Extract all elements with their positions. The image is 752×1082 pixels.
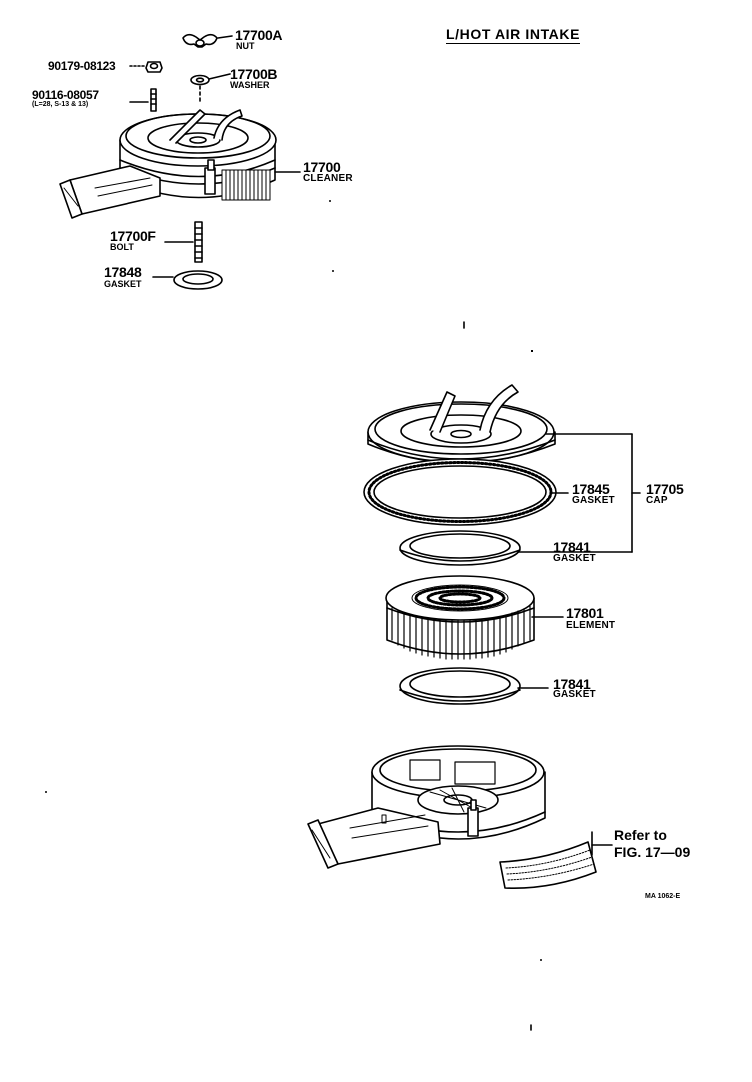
part-name-gasket-17845: GASKET <box>572 495 615 506</box>
reference-line-1: Refer to <box>614 827 667 843</box>
gasket-17845-drawing <box>363 458 557 526</box>
washer-drawing <box>190 74 210 86</box>
figure-code: MA 1062-E <box>645 893 681 900</box>
part-number-17700A: 17700A <box>235 27 283 43</box>
stud-bolt-drawing <box>150 88 157 112</box>
wing-nut-drawing <box>182 33 218 48</box>
part-name-cap: CAP <box>646 495 668 506</box>
air-cleaner-assembly-drawing <box>59 109 277 219</box>
gasket-17841-lower-drawing <box>399 667 521 705</box>
part-number-17801: 17801 <box>566 605 604 621</box>
part-number-17841-lower: 17841 <box>553 676 591 692</box>
cleaner-body-drawing <box>307 745 546 869</box>
part-number-90116: 90116-08057 <box>32 88 99 102</box>
part-number-17841-upper: 17841 <box>553 539 591 555</box>
page-title: L/HOT AIR INTAKE <box>446 26 581 44</box>
part-number-17700B: 17700B <box>230 66 278 82</box>
small-nut-drawing <box>145 61 163 73</box>
part-name-gasket-17848: GASKET <box>104 279 142 289</box>
part-number-17705: 17705 <box>646 481 684 497</box>
part-name-nut: NUT <box>236 41 255 51</box>
gasket-17841-upper-drawing <box>399 530 521 566</box>
part-number-17700: 17700 <box>303 159 341 175</box>
part-name-washer: WASHER <box>230 80 270 90</box>
part-name-cleaner: CLEANER <box>303 173 353 184</box>
part-name-gasket-17841-upper: GASKET <box>553 553 596 564</box>
part-number-17700F: 17700F <box>110 228 156 244</box>
part-name-bolt: BOLT <box>110 242 134 252</box>
part-number-17845: 17845 <box>572 481 610 497</box>
element-drawing <box>385 575 535 660</box>
cap-drawing <box>367 384 556 464</box>
part-name-element: ELEMENT <box>566 620 616 631</box>
part-name-gasket-17841-lower: GASKET <box>553 689 596 700</box>
part-number-90179: 90179-08123 <box>48 59 116 73</box>
part-note-90116: (L=28, S-13 & 13) <box>32 101 89 108</box>
heat-shield-drawing <box>499 841 597 889</box>
part-number-17848: 17848 <box>104 264 142 280</box>
bolt-drawing <box>194 221 203 263</box>
gasket-17848-drawing <box>173 270 223 290</box>
reference-line-2: FIG. 17—09 <box>614 844 691 860</box>
